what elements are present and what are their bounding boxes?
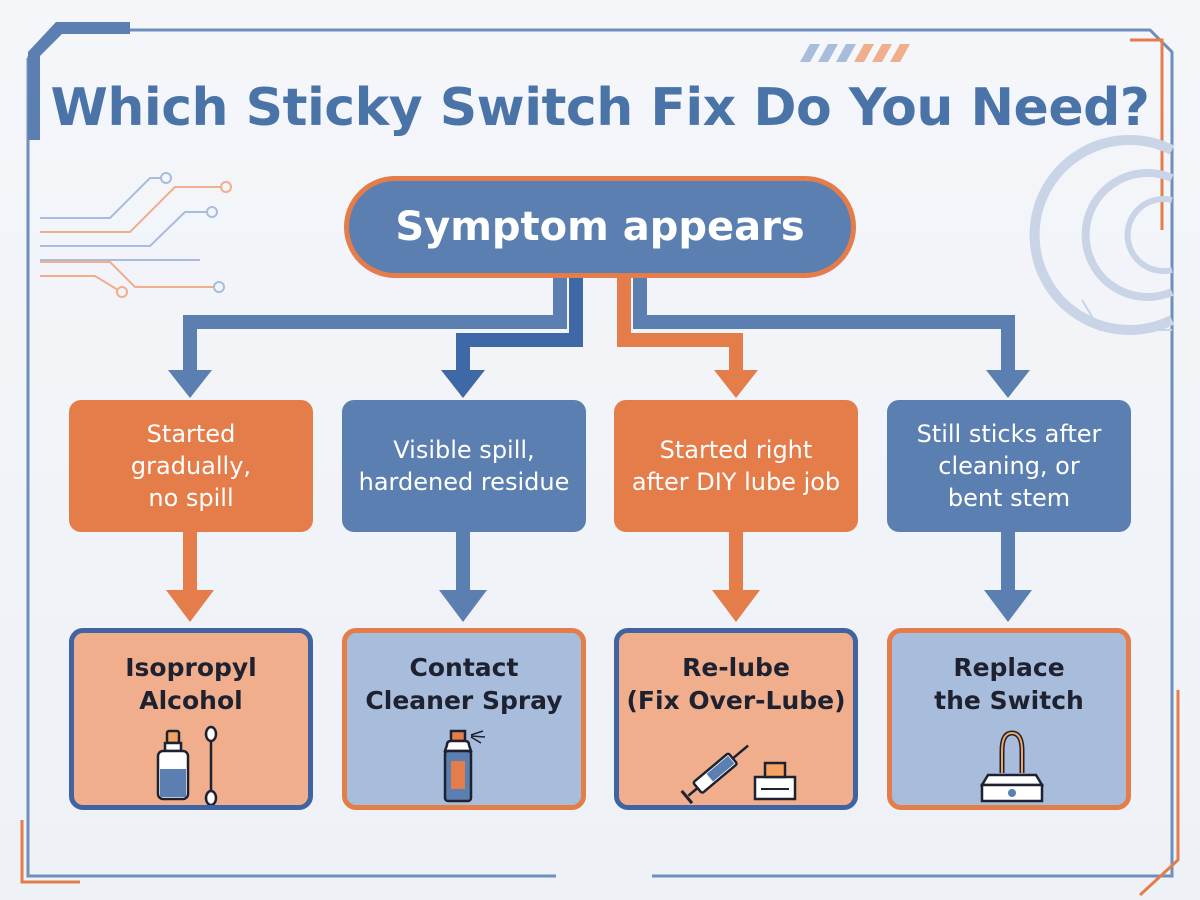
- condition-node-lube-job: Started right after DIY lube job: [614, 400, 858, 532]
- result-node-relube: Re-lube (Fix Over-Lube): [614, 628, 858, 810]
- result-arrows: [166, 532, 1032, 622]
- result-label: Re-lube (Fix Over-Lube): [626, 653, 846, 715]
- result-label: Contact Cleaner Spray: [365, 653, 563, 715]
- condition-node-spill: Visible spill, hardened residue: [342, 400, 586, 532]
- condition-label: Started right after DIY lube job: [631, 436, 841, 496]
- isopropyl-bottle-and-cotton-swab-icon: [156, 725, 218, 805]
- syringe-and-switch-icon: [680, 744, 797, 805]
- spray-can-icon: [443, 729, 486, 803]
- start-node: Symptom appears: [344, 176, 856, 278]
- condition-label: Still sticks after cleaning, or bent ste…: [916, 420, 1102, 512]
- condition-node-still-sticks: Still sticks after cleaning, or bent ste…: [887, 400, 1131, 532]
- tech-arcs: [1029, 135, 1175, 335]
- result-label: Replace the Switch: [934, 653, 1084, 715]
- diagram-title: Which Sticky Switch Fix Do You Need?: [50, 78, 1150, 138]
- stripe-accent: [800, 44, 910, 62]
- condition-label: Visible spill, hardened residue: [358, 436, 570, 496]
- result-node-replace: Replace the Switch: [887, 628, 1131, 810]
- flow-arrows: [168, 278, 1030, 398]
- condition-node-gradual: Started gradually, no spill: [69, 400, 313, 532]
- result-node-isopropyl: Isopropyl Alcohol: [69, 628, 313, 810]
- mechanical-switch-icon: [979, 730, 1045, 803]
- decorative-frame: [20, 22, 1180, 897]
- start-node-label: Symptom appears: [395, 204, 805, 250]
- result-label: Isopropyl Alcohol: [125, 653, 257, 715]
- result-node-contact-cleaner: Contact Cleaner Spray: [342, 628, 586, 810]
- condition-label: Started gradually, no spill: [130, 420, 252, 512]
- circuit-traces: [40, 172, 232, 298]
